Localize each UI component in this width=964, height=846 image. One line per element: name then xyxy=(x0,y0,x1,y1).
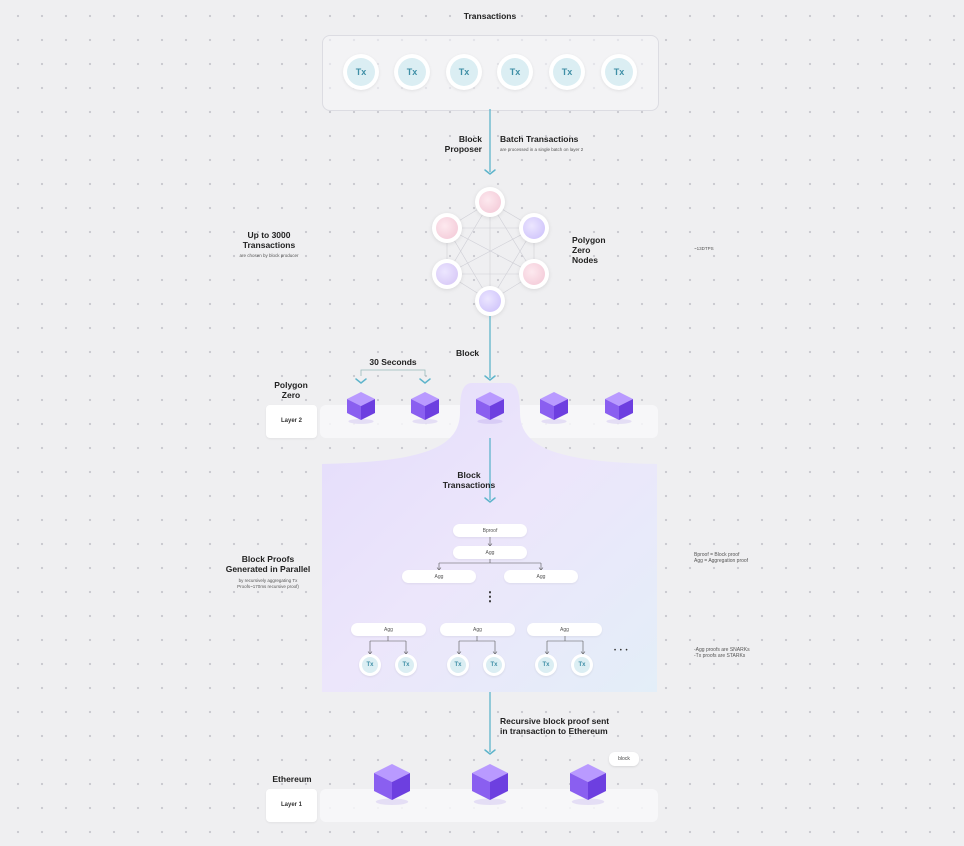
block-cube xyxy=(476,392,504,424)
tx-proof-circle: Tx xyxy=(395,654,417,676)
tx-circle: Tx xyxy=(549,54,585,90)
proof-type-note: -Agg proofs are SNARKs -Tx proofs are ST… xyxy=(694,647,750,659)
polygon-zero-node xyxy=(432,259,462,289)
polygon-zero-nodes-label: Polygon Zero Nodes xyxy=(572,235,606,265)
agg-leaf-2: Agg xyxy=(440,623,515,636)
agg-leaf-1: Agg xyxy=(351,623,426,636)
block-cube xyxy=(570,764,606,806)
tx-circle: Tx xyxy=(497,54,533,90)
polygon-zero-node xyxy=(519,259,549,289)
block-cube xyxy=(411,392,439,424)
tx-label: Tx xyxy=(501,58,529,86)
tx-proof-label: Tx xyxy=(450,657,466,673)
layer1-label: Layer 1 xyxy=(280,802,302,808)
tx-label: Tx xyxy=(398,58,426,86)
tx-label: Tx xyxy=(347,58,375,86)
arrow-head xyxy=(419,378,431,384)
agg-node-left: Agg xyxy=(402,570,476,583)
tps-note: ~13DTPS xyxy=(694,246,714,251)
polygon-zero-label: Polygon Zero xyxy=(274,380,308,400)
tx-circle: Tx xyxy=(343,54,379,90)
up-to-3000-subtitle: are chosen by block producer xyxy=(239,253,299,258)
block-proposer-label: Block Proposer xyxy=(444,134,482,154)
agg-leaf-3: Agg xyxy=(527,623,602,636)
bproof-node: Bproof xyxy=(453,524,527,537)
tx-proof-circle: Tx xyxy=(483,654,505,676)
arrow-head xyxy=(484,169,496,175)
tx-proof-label: Tx xyxy=(574,657,590,673)
proof-legend: Bproof = Block proof Agg = Aggregation p… xyxy=(694,552,749,564)
block-cube xyxy=(540,392,568,424)
tx-label: Tx xyxy=(450,58,478,86)
tx-proof-circle: Tx xyxy=(571,654,593,676)
block-transactions-label: Block Transactions xyxy=(442,470,496,490)
layer2-label-box xyxy=(266,405,317,438)
tx-proof-label: Tx xyxy=(538,657,554,673)
polygon-zero-node xyxy=(475,286,505,316)
node-connection xyxy=(446,227,535,275)
layer1-label-box xyxy=(266,789,317,822)
thirty-seconds-label: 30 Seconds xyxy=(369,357,417,367)
arrow-head xyxy=(484,749,496,755)
block-cube xyxy=(374,764,410,806)
arrow-head xyxy=(484,375,496,381)
recursive-proof-label: Recursive block proof sent in transactio… xyxy=(500,716,610,736)
tx-label: Tx xyxy=(553,58,581,86)
block-proofs-subtitle: by recursively aggregating Tx Proofs~170… xyxy=(237,578,299,589)
block-label: Block xyxy=(456,348,480,358)
tx-circle: Tx xyxy=(446,54,482,90)
block-tag: block xyxy=(609,752,639,766)
block-cube xyxy=(605,392,633,424)
block-cube xyxy=(472,764,508,806)
tx-label: Tx xyxy=(605,58,633,86)
tx-proof-circle: Tx xyxy=(535,654,557,676)
batch-transactions-title: Batch Transactions xyxy=(500,134,579,144)
horizontal-ellipsis: • • • xyxy=(614,648,629,654)
tx-proof-label: Tx xyxy=(398,657,414,673)
arrow-head xyxy=(355,378,367,384)
block-proofs-title: Block Proofs Generated in Parallel xyxy=(225,554,311,574)
interval-bracket xyxy=(360,369,426,376)
polygon-zero-node xyxy=(519,213,549,243)
layer2-label: Layer 2 xyxy=(280,418,302,424)
arrow-head xyxy=(484,497,496,503)
polygon-zero-node xyxy=(475,187,505,217)
agg-node-right: Agg xyxy=(504,570,578,583)
polygon-zero-node xyxy=(432,213,462,243)
ethereum-label: Ethereum xyxy=(272,774,312,784)
tx-proof-circle: Tx xyxy=(447,654,469,676)
block-cube xyxy=(347,392,375,424)
tx-proof-circle: Tx xyxy=(359,654,381,676)
tx-circle: Tx xyxy=(601,54,637,90)
vertical-ellipsis: ⋮ xyxy=(483,589,497,604)
tx-proof-label: Tx xyxy=(362,657,378,673)
tx-circle: Tx xyxy=(394,54,430,90)
batch-transactions-subtitle: are processed in a single batch on layer… xyxy=(500,147,584,152)
up-to-3000-title: Up to 3000 Transactions xyxy=(242,230,296,250)
transactions-title: Transactions xyxy=(463,11,517,21)
tx-proof-label: Tx xyxy=(486,657,502,673)
agg-root-node: Agg xyxy=(453,546,527,559)
